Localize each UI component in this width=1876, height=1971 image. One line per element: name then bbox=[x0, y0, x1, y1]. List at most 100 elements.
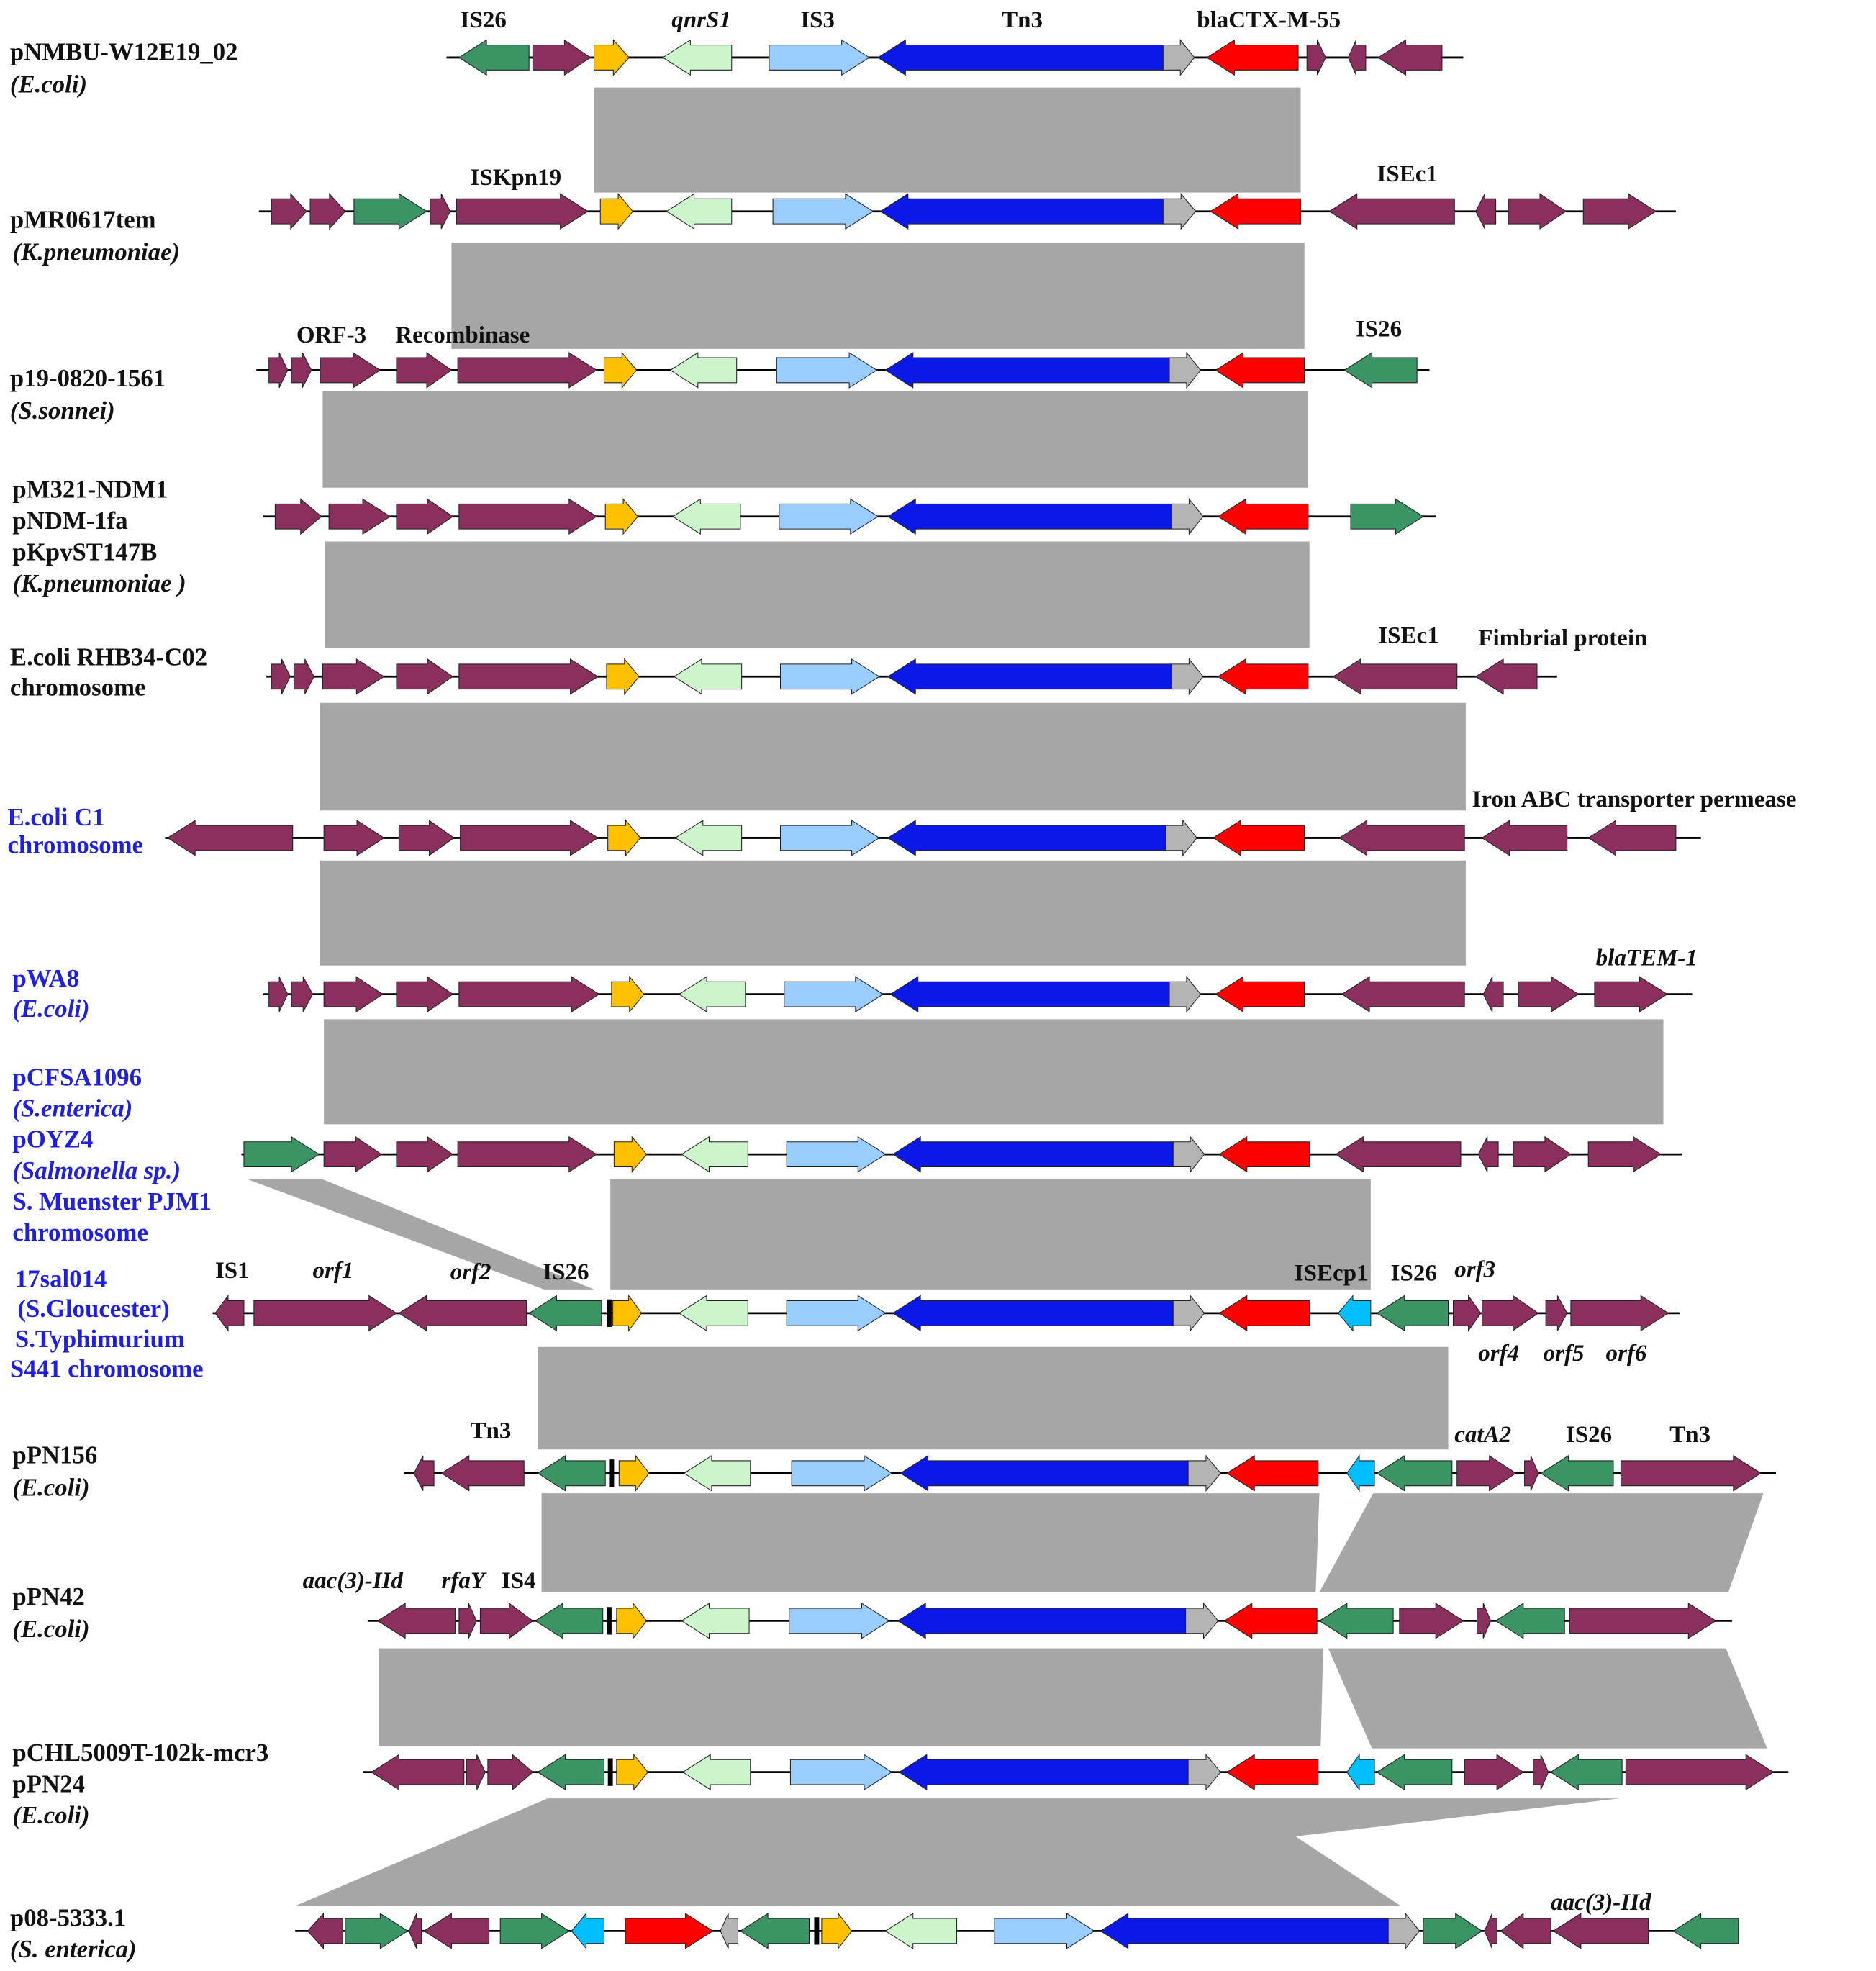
gene-arrow bbox=[613, 1136, 648, 1173]
gene-arrow bbox=[618, 1454, 650, 1492]
genetic-map-track bbox=[295, 1912, 1739, 1950]
gene-arrow bbox=[1587, 1136, 1662, 1173]
gene-arrow bbox=[1582, 193, 1657, 230]
row-label-line: pOYZ4 bbox=[12, 1125, 93, 1154]
gene-arrow bbox=[1545, 1295, 1568, 1331]
gene-arrow bbox=[616, 1753, 648, 1791]
gene-arrow bbox=[1376, 1455, 1453, 1492]
gene-label: blaCTX-M-55 bbox=[1197, 7, 1341, 33]
row-label-line: pNDM-1fa bbox=[12, 507, 127, 535]
gene-arrow bbox=[669, 352, 738, 389]
gene-label: IS26 bbox=[1566, 1422, 1612, 1448]
gene-arrow bbox=[460, 820, 599, 856]
row-label-line: pCHL5009T-102k-mcr3 bbox=[12, 1739, 268, 1767]
genetic-map-track bbox=[446, 39, 1464, 76]
gene-arrow bbox=[458, 1603, 477, 1639]
gene-arrow bbox=[1620, 1455, 1762, 1492]
gene-arrow bbox=[1169, 351, 1202, 389]
gene-arrow bbox=[674, 820, 743, 856]
gene-arrow bbox=[1341, 976, 1465, 1012]
gene-arrow bbox=[1215, 352, 1305, 389]
gene-arrow bbox=[528, 1295, 602, 1332]
gene-arrow bbox=[1225, 1754, 1319, 1790]
separator-bar bbox=[609, 1459, 615, 1487]
gene-arrow bbox=[268, 352, 289, 388]
gene-label: IS26 bbox=[543, 1259, 589, 1285]
homology-shading bbox=[451, 243, 1305, 349]
row-label-line: S.Typhimurium bbox=[15, 1325, 185, 1353]
gene-arrow bbox=[683, 1455, 751, 1492]
gene-arrow bbox=[681, 1603, 750, 1639]
gene-arrow bbox=[166, 820, 294, 856]
gene-arrow bbox=[1594, 976, 1668, 1012]
gene-arrow bbox=[789, 1754, 893, 1790]
row-label-line: S441 chromosome bbox=[10, 1354, 204, 1382]
gene-arrow bbox=[1550, 1754, 1623, 1790]
row-label-line: pPN24 bbox=[12, 1770, 84, 1798]
row-label-line: (S.Gloucester) bbox=[17, 1295, 169, 1323]
gene-arrow bbox=[322, 658, 385, 695]
row-label-line: (K.pneumoniae) bbox=[12, 237, 180, 266]
gene-arrow bbox=[892, 1295, 1174, 1332]
gene-arrow bbox=[791, 1455, 893, 1492]
gene-arrow bbox=[430, 194, 451, 230]
gene-arrow bbox=[268, 977, 289, 1012]
gene-arrow bbox=[1172, 1136, 1205, 1173]
gene-arrow bbox=[458, 658, 599, 695]
gene-arrow bbox=[678, 1295, 748, 1332]
gene-label: orf5 bbox=[1544, 1341, 1585, 1367]
separator-bar bbox=[606, 1607, 612, 1635]
gene-arrow bbox=[1524, 1455, 1539, 1491]
gene-arrow bbox=[1399, 1603, 1464, 1639]
gene-arrow bbox=[1477, 1136, 1499, 1172]
gene-arrow bbox=[1376, 1295, 1449, 1332]
gene-arrow bbox=[1423, 1913, 1483, 1949]
genetic-map-track bbox=[263, 975, 1693, 1013]
gene-label: aac(3)-IId bbox=[1551, 1890, 1651, 1916]
gene-label: ISEc1 bbox=[1378, 622, 1438, 648]
gene-arrow bbox=[534, 1603, 604, 1639]
gene-arrow bbox=[1165, 819, 1197, 857]
gene-label: IS26 bbox=[1391, 1261, 1437, 1287]
gene-arrow bbox=[1185, 1602, 1219, 1640]
gene-arrow bbox=[274, 498, 322, 535]
gene-label: ISEc1 bbox=[1377, 161, 1438, 187]
gene-label: orf3 bbox=[1454, 1256, 1495, 1282]
gene-arrow bbox=[398, 1295, 527, 1332]
gene-arrow bbox=[611, 975, 645, 1013]
gene-arrow bbox=[271, 658, 291, 694]
gene-arrow bbox=[1495, 1603, 1565, 1639]
homology-shading bbox=[1319, 1493, 1764, 1592]
homology-shading bbox=[1328, 1648, 1767, 1749]
gene-label: IS26 bbox=[1356, 317, 1402, 343]
homology-shading-layer bbox=[248, 87, 1767, 1906]
gene-arrow bbox=[1587, 820, 1677, 856]
row-label-line: chromosome bbox=[12, 1218, 148, 1246]
gene-arrow bbox=[1171, 658, 1204, 696]
gene-arrow bbox=[1318, 1603, 1394, 1639]
gene-arrow bbox=[1223, 1603, 1318, 1639]
gene-arrow bbox=[897, 1603, 1187, 1639]
row-label-line: E.coli C1 bbox=[7, 803, 104, 831]
gene-arrow bbox=[821, 1912, 853, 1950]
gene-arrow bbox=[666, 193, 733, 230]
gene-arrow bbox=[1346, 1753, 1375, 1791]
row-label-line: pMR0617tem bbox=[10, 205, 156, 233]
gene-arrow bbox=[1343, 352, 1418, 389]
gene-arrow bbox=[607, 819, 641, 857]
gene-arrow bbox=[293, 658, 314, 694]
row-label-line: chromosome bbox=[10, 673, 146, 701]
gene-arrow bbox=[786, 1136, 887, 1173]
gene-arrow bbox=[1464, 1754, 1524, 1790]
gene-arrow bbox=[1100, 1913, 1389, 1949]
row-label-line: (S.sonnei) bbox=[10, 397, 115, 425]
row-label-line: (E.coli) bbox=[12, 994, 89, 1023]
gene-arrow bbox=[769, 39, 870, 76]
gene-arrow bbox=[457, 1136, 598, 1173]
row-label-line: (E.coli) bbox=[10, 71, 87, 99]
gene-label: catA2 bbox=[1454, 1422, 1511, 1448]
gene-arrow bbox=[789, 1603, 890, 1639]
gene-arrow bbox=[900, 1455, 1189, 1492]
